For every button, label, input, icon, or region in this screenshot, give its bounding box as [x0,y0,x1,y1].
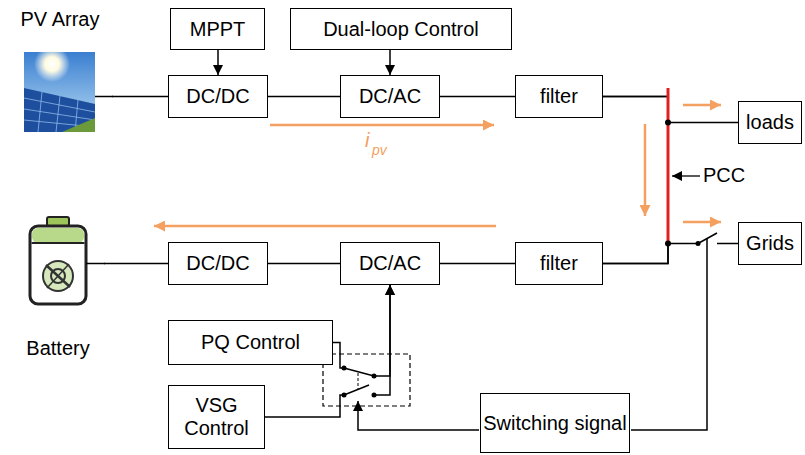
node-label: Battery [26,337,89,360]
connector [268,96,340,98]
node-label: loads [746,111,794,134]
controller-box: Dual-loop Control [290,8,512,50]
pv-grid-line [24,109,95,120]
node-label: Grids [746,232,794,255]
pv-panel [24,88,95,132]
node-label: DC/AC [359,252,421,275]
converter-box: DC/DC [168,242,268,285]
wire [95,96,113,98]
power-flow-arrow [683,221,721,224]
battery-symbol [43,261,73,291]
inverter-box: DC/AC [340,242,440,285]
connector [268,263,340,265]
pv-array-node: PV Array [8,8,112,136]
switch-link [358,373,359,389]
connector [440,263,515,265]
controller-box: VSG Control [168,385,265,449]
connector [217,50,219,75]
junction-dot [665,241,671,247]
pcc-bus [667,88,670,244]
battery-node: Battery [12,215,104,360]
junction-dot [665,120,671,126]
node-label: PQ Control [201,331,300,354]
pv-grid-line [38,92,42,132]
connector [440,96,515,98]
connector [603,97,738,123]
switch-blade [344,385,369,395]
node-label: DC/DC [186,85,249,108]
signal-box: Switching signal [480,393,630,453]
node-label: DC/DC [186,252,249,275]
power-flow-arrow [683,104,721,107]
switch-contact [372,393,377,398]
battery-band-line [32,242,85,244]
filter-box: filter [515,242,603,285]
battery-symbol [46,265,70,287]
node-label: filter [540,252,578,275]
connector [389,50,391,75]
connector [603,97,668,264]
bus-label: PCC [703,164,745,187]
node-label: DC/AC [359,85,421,108]
battery-band [32,228,84,243]
node-label: Switching signal [483,412,626,435]
node-label: filter [540,85,578,108]
load-box: loads [738,101,802,144]
grid-box: Grids [738,222,802,265]
inverter-box: DC/AC [340,75,440,118]
switch-blade [344,368,374,376]
battery-symbol [47,264,69,288]
node-label: PV Array [21,8,100,31]
current-symbol: i [365,129,369,152]
connector [104,263,168,265]
pv-panel-grid [24,92,95,132]
pv-grid-line [56,96,60,132]
pv-picture-grass [62,118,95,132]
ganged-switch-frame [323,354,410,406]
power-flow-arrow [644,124,647,216]
filter-box: filter [515,75,603,118]
power-flow-arrow [270,124,494,127]
signal-wire [631,239,707,430]
connector [333,285,390,376]
controller-box: PQ Control [168,320,333,365]
converter-box: DC/DC [168,75,268,118]
pv-picture-sun [34,46,70,82]
battery-body [30,226,86,304]
node-label: MPPT [190,18,246,41]
connector [112,96,168,98]
power-flow-arrow [154,225,496,228]
node-label: Dual-loop Control [323,18,479,41]
signal-wire [358,401,479,430]
node-label: VSG Control [169,394,264,440]
connector [603,244,738,264]
current-subscript: pv [372,142,387,158]
leader-arrow [672,175,700,176]
wire [86,263,105,265]
controller-box: MPPT [170,8,265,50]
